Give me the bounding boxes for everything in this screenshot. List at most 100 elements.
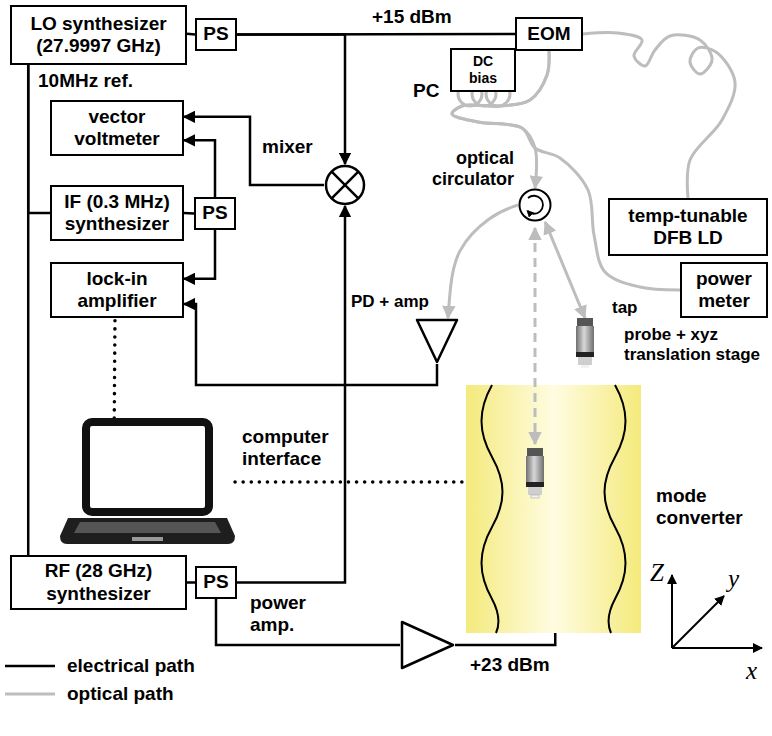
legend-entry: optical path: [5, 681, 174, 707]
electrical-line: [237, 35, 345, 165]
interface-link: [235, 480, 466, 484]
converter-wall: [605, 385, 626, 633]
electrical-line: [455, 633, 555, 645]
reference-signal-label: 10MHz ref.: [38, 70, 133, 92]
power-meter-box: power meter: [680, 262, 768, 318]
probe-part: [576, 326, 594, 352]
mixer-circle: [326, 166, 364, 204]
synthesizer-box: IF (0.3 MHz) synthesizer: [50, 185, 184, 241]
mixer-cross: [332, 172, 359, 199]
probe-travel-path: [534, 228, 537, 444]
electrical-line: [184, 230, 215, 279]
probe-ring: [526, 482, 544, 487]
node-label: mode converter: [656, 485, 766, 530]
lock-in-box: lock-in amplifier: [50, 262, 184, 318]
electrical-line: [216, 599, 400, 645]
electrical-line: [184, 304, 437, 385]
probe-body: [526, 456, 544, 482]
legend-line: [5, 693, 55, 696]
node-label: PS: [202, 202, 227, 224]
probe-symbol: probe + xyz translation stage: [572, 318, 598, 368]
node-label: IF (0.3 MHz) synthesizer: [57, 191, 177, 236]
photodetector-symbol: PD + amp: [415, 318, 459, 364]
mode-converter: mode converter: [466, 385, 641, 633]
node-label: temp-tunable DFB LD: [615, 205, 761, 250]
synthesizer-box: RF (28 GHz) synthesizer: [10, 555, 187, 610]
electrical-line: [187, 33, 195, 36]
node-label: PS: [203, 23, 228, 45]
edge-label: +23 dBm: [470, 654, 550, 676]
legend-sample: [5, 653, 57, 679]
power-splitter-box: PS: [194, 197, 236, 230]
axis-arrow: [671, 575, 673, 648]
electrical-line: [27, 65, 30, 555]
node-label: computer interface: [242, 426, 338, 471]
legend-entry: electrical path: [5, 653, 195, 679]
mixer-symbol: mixer: [324, 164, 366, 206]
power-splitter-box: PS: [195, 566, 237, 599]
legend-label: optical path: [67, 683, 174, 705]
node-label: optical circulator: [422, 148, 514, 190]
optical-fiber: [545, 222, 585, 318]
amplifier-triangle: [417, 320, 457, 362]
node-label: power meter: [687, 268, 761, 313]
edge-label: +15 dBm: [372, 6, 452, 28]
axis-arrow: [672, 596, 724, 648]
mode-converter-body: [466, 385, 641, 633]
probe-part: [577, 318, 593, 326]
photodetector-symbol-outline: [415, 318, 459, 364]
computer-icon: computer interface: [60, 418, 235, 546]
node-label: mixer: [262, 136, 313, 158]
probe-cap: [527, 448, 543, 456]
electrical-line: [187, 581, 195, 584]
mixer-symbol-outline: [324, 164, 366, 206]
probe-tip: [528, 487, 542, 495]
node-label: power amp.: [250, 592, 330, 637]
probe-part: [576, 352, 594, 357]
laptop-base: [60, 518, 235, 544]
amplifier-symbol: power amp.: [400, 620, 455, 670]
polarization-controller-label: PC: [413, 80, 439, 102]
amplifier-symbol-outline: [400, 620, 455, 670]
node-label: LO synthesizer (27.9997 GHz): [17, 13, 180, 58]
axis-label: y: [728, 564, 739, 594]
node-label: lock-in amplifier: [57, 268, 177, 313]
electrical-line: [184, 140, 215, 197]
interface-link: [113, 318, 117, 418]
node-label: vector voltmeter: [57, 106, 177, 151]
laptop-notch: [132, 537, 163, 541]
electrical-line: [237, 206, 345, 583]
legend-label: electrical path: [67, 655, 195, 677]
axis-arrow: [672, 647, 762, 649]
bias-box: DC bias: [450, 48, 516, 92]
legend-line: [5, 665, 55, 668]
probe-part: [578, 357, 592, 365]
circulator-circle: [520, 190, 551, 221]
synthesizer-box: LO synthesizer (27.9997 GHz): [10, 5, 187, 65]
node-label: probe + xyz translation stage: [624, 325, 764, 365]
node-label: PS: [203, 571, 228, 593]
electrical-line: [184, 117, 324, 185]
modulator-box: EOM: [515, 17, 583, 51]
electrical-line: [184, 212, 194, 215]
edge-label: tap: [612, 298, 638, 318]
power-splitter-box: PS: [195, 18, 237, 51]
circulator-symbol: optical circulator: [518, 188, 552, 222]
probe-part: [581, 365, 589, 368]
axis-label: x: [746, 656, 757, 686]
legend-sample: [5, 681, 57, 707]
optical-fiber: [583, 33, 735, 198]
probe-tip: [531, 495, 539, 498]
converter-wall: [482, 385, 503, 633]
laptop-screen: [86, 422, 209, 512]
amplifier-triangle: [402, 622, 453, 668]
inner-probe: [526, 448, 544, 498]
probe-symbol-outline: [572, 318, 598, 368]
node-label: DC bias: [457, 53, 509, 86]
computer-icon-outline: [60, 418, 235, 546]
node-label: PD + amp: [351, 292, 429, 312]
voltmeter-box: vector voltmeter: [50, 100, 184, 156]
optical-fiber: [448, 205, 518, 318]
laser-box: temp-tunable DFB LD: [608, 198, 768, 256]
